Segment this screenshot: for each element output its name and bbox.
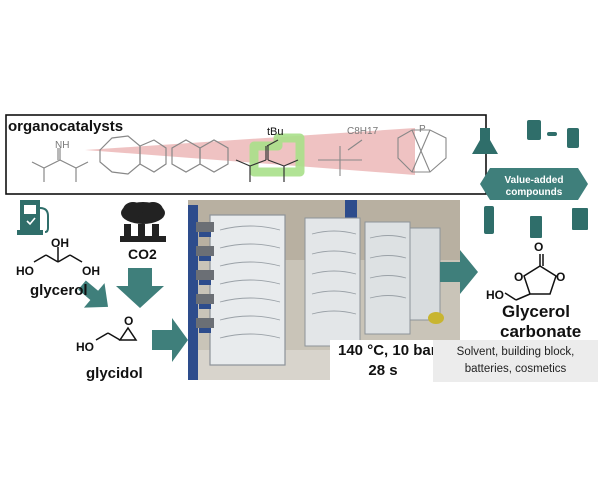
value-added-line2: compounds bbox=[505, 187, 563, 198]
glycerol-oh-right-label: OH bbox=[82, 264, 100, 278]
carbonate-ho-label: HO bbox=[486, 288, 504, 302]
medicine-bottle-icon bbox=[527, 120, 541, 140]
glycerol-carbonate-structure bbox=[504, 254, 557, 301]
product-icons bbox=[472, 120, 588, 238]
glycidol-structure bbox=[95, 326, 138, 341]
bicyclic-guanidine-structure bbox=[171, 139, 229, 173]
carbonate-o-right-label: O bbox=[556, 270, 566, 284]
tbu-label: tBu bbox=[267, 126, 284, 138]
barton-base-structure bbox=[235, 133, 305, 182]
applications-line1: Solvent, building block, bbox=[456, 346, 575, 358]
value-added-text: Value-added compounds bbox=[489, 172, 579, 202]
product-label-line2: carbonate bbox=[500, 322, 582, 341]
flow-arrows bbox=[78, 250, 478, 362]
fuel-can-icon bbox=[572, 208, 588, 230]
applications-line2: batteries, cosmetics bbox=[464, 363, 567, 375]
glycerol-structure bbox=[33, 247, 83, 263]
spray-bottle-icon bbox=[567, 128, 579, 148]
reaction-conditions-line2: 28 s bbox=[368, 362, 398, 379]
glycerol-oh-top-label: OH bbox=[51, 236, 69, 250]
guanidine-structure bbox=[31, 148, 89, 182]
product-label-line1: Glycerol bbox=[502, 302, 571, 321]
value-added-line1: Value-added bbox=[504, 175, 564, 186]
phosphazene-structure bbox=[318, 139, 363, 176]
organocatalysts-title: organocatalysts bbox=[8, 118, 124, 135]
guanidine-nh-label: NH bbox=[55, 140, 70, 151]
reaction-conditions-line1: 140 °C, 10 bar bbox=[338, 342, 437, 359]
c8h17-label: C8H17 bbox=[347, 126, 379, 137]
carbonate-o-left-label: O bbox=[514, 270, 524, 284]
value-added-hexagon bbox=[480, 168, 588, 200]
flow-reactor-photo bbox=[188, 200, 460, 380]
carbonate-o-top-label: O bbox=[534, 240, 544, 254]
glycerol-label: glycerol bbox=[30, 282, 88, 299]
flask-icon bbox=[472, 128, 498, 154]
co2-label: CO2 bbox=[128, 246, 157, 262]
glycidol-o-label: O bbox=[124, 314, 134, 328]
factory-co2-icon bbox=[120, 202, 166, 242]
bottle-icon bbox=[484, 206, 494, 234]
bicyclic-amidine-structure bbox=[99, 135, 167, 175]
glycerol-ho-label: HO bbox=[16, 264, 34, 278]
applications-box: Solvent, building block, batteries, cosm… bbox=[433, 340, 598, 382]
glycidol-label: glycidol bbox=[86, 365, 143, 382]
battery-icon bbox=[530, 216, 542, 238]
fuel-pump-icon bbox=[17, 200, 49, 235]
pill-icon bbox=[547, 132, 557, 136]
proazaphosphatrane-p-label: P bbox=[419, 124, 426, 135]
glycidol-ho-label: HO bbox=[76, 340, 94, 354]
proazaphosphatrane-structure bbox=[397, 129, 447, 173]
